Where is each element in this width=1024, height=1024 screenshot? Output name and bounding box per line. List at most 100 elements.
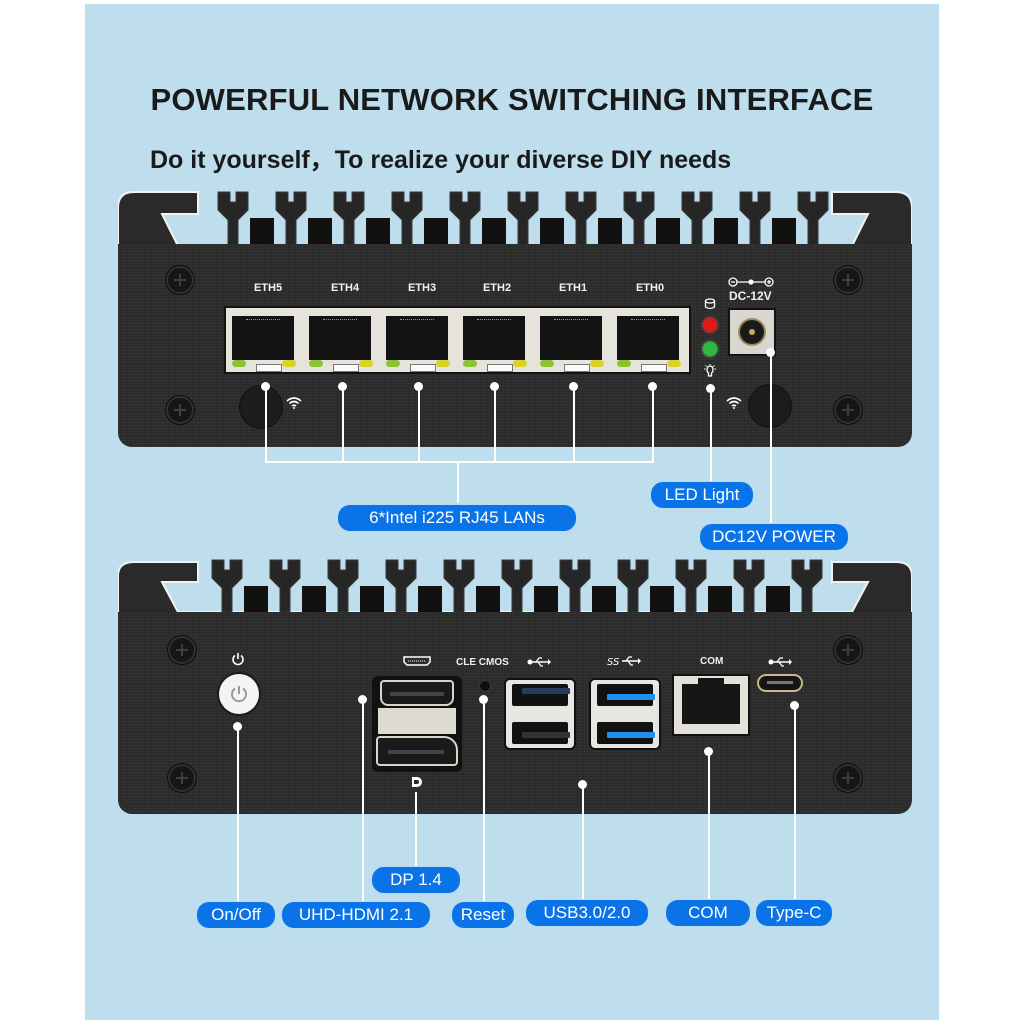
- callout-lan: 6*Intel i225 RJ45 LANs: [338, 505, 576, 531]
- link-led: [232, 360, 246, 367]
- rj45-port-eth3[interactable]: [386, 316, 448, 360]
- rear-heatsink-fins: [118, 559, 912, 620]
- activity-led: [590, 360, 604, 367]
- leader-line: [708, 751, 710, 901]
- usb-icon: [527, 657, 551, 667]
- wifi-icon: [286, 396, 302, 412]
- leader-line: [265, 386, 267, 462]
- power-icon: [231, 686, 247, 703]
- callout-dc-power: DC12V POWER: [700, 524, 848, 550]
- power-led-green: [703, 342, 717, 356]
- screw: [166, 396, 194, 424]
- leader-line: [710, 388, 712, 482]
- dc-jack-socket: [740, 320, 764, 344]
- com-port-label: COM: [700, 656, 724, 667]
- reset-pinhole[interactable]: [480, 681, 490, 691]
- leader-line: [494, 386, 496, 462]
- leader-line: [362, 699, 364, 902]
- eth4-label: ETH4: [330, 282, 360, 294]
- leader-line: [573, 386, 575, 462]
- com-rj45-port[interactable]: [672, 674, 750, 736]
- link-led: [540, 360, 554, 367]
- rj45-port-block: [224, 306, 691, 374]
- activity-led: [667, 360, 681, 367]
- power-button[interactable]: [219, 674, 259, 714]
- dc-12v-label: DC-12V: [729, 289, 772, 303]
- callout-reset: Reset: [452, 902, 514, 928]
- eth3-label: ETH3: [407, 282, 437, 294]
- page-subtitle: Do it yourself，To realize your diverse D…: [150, 146, 732, 174]
- leader-line: [457, 461, 459, 503]
- callout-led-light: LED Light: [651, 482, 753, 508]
- leader-line: [582, 784, 584, 902]
- leader-line: [483, 699, 485, 902]
- activity-led: [359, 360, 373, 367]
- usb-c-icon: [768, 657, 792, 667]
- eth5-label: ETH5: [253, 282, 283, 294]
- leader-line: [237, 726, 239, 902]
- leader-line: [265, 461, 654, 463]
- hdmi-icon: [403, 656, 431, 666]
- hdmi-port[interactable]: [380, 680, 454, 706]
- screw: [166, 266, 194, 294]
- dc-power-jack[interactable]: [728, 308, 776, 356]
- usb2-port-stack: [504, 678, 576, 750]
- rj45-port-eth4[interactable]: [309, 316, 371, 360]
- usb3-port[interactable]: [597, 722, 655, 744]
- port-latch: [487, 364, 513, 372]
- leader-line: [342, 386, 344, 462]
- eth2-label: ETH2: [482, 282, 512, 294]
- eth1-label: ETH1: [558, 282, 588, 294]
- activity-led: [282, 360, 296, 367]
- leader-line: [770, 352, 772, 524]
- usb3-port[interactable]: [597, 684, 655, 706]
- hdd-led-red: [703, 318, 717, 332]
- screw: [834, 396, 862, 424]
- callout-on-off: On/Off: [197, 902, 275, 928]
- leader-line: [418, 386, 420, 462]
- displayport-port[interactable]: [376, 736, 458, 766]
- svg-text:SS: SS: [607, 657, 620, 667]
- rj45-port-eth5[interactable]: [232, 316, 294, 360]
- bulb-icon: [704, 364, 716, 377]
- usb-c-port[interactable]: [757, 674, 803, 692]
- screw: [168, 764, 196, 792]
- usb2-port[interactable]: [512, 722, 570, 744]
- leader-line: [415, 792, 417, 866]
- disk-icon: [704, 298, 716, 310]
- rj45-port-eth0[interactable]: [617, 316, 679, 360]
- port-cage: [378, 708, 456, 734]
- port-latch: [410, 364, 436, 372]
- callout-type-c: Type-C: [756, 900, 832, 926]
- rj45-port-eth1[interactable]: [540, 316, 602, 360]
- callout-usb: USB3.0/2.0: [526, 900, 648, 926]
- callout-com: COM: [666, 900, 750, 926]
- callout-dp: DP 1.4: [372, 867, 460, 893]
- activity-led: [513, 360, 527, 367]
- link-led: [386, 360, 400, 367]
- screw: [834, 764, 862, 792]
- rj45-port-eth2[interactable]: [463, 316, 525, 360]
- page-title: POWERFUL NETWORK SWITCHING INTERFACE: [150, 82, 874, 117]
- antenna-mount-left: [240, 386, 282, 428]
- wifi-icon: [726, 396, 742, 412]
- eth0-label: ETH0: [635, 282, 665, 294]
- port-latch: [333, 364, 359, 372]
- port-latch: [256, 364, 282, 372]
- screw: [834, 636, 862, 664]
- usb3-port-stack: [589, 678, 661, 750]
- screw: [834, 266, 862, 294]
- screw: [168, 636, 196, 664]
- displayport-icon: [412, 777, 422, 787]
- usb2-port[interactable]: [512, 684, 570, 706]
- leader-line: [652, 386, 654, 462]
- clear-cmos-label: CLE CMOS: [456, 657, 509, 668]
- leader-line: [794, 705, 796, 901]
- link-led: [463, 360, 477, 367]
- port-latch: [641, 364, 667, 372]
- link-led: [617, 360, 631, 367]
- polarity-icon: [728, 277, 774, 287]
- port-latch: [564, 364, 590, 372]
- callout-hdmi: UHD-HDMI 2.1: [282, 902, 430, 928]
- activity-led: [436, 360, 450, 367]
